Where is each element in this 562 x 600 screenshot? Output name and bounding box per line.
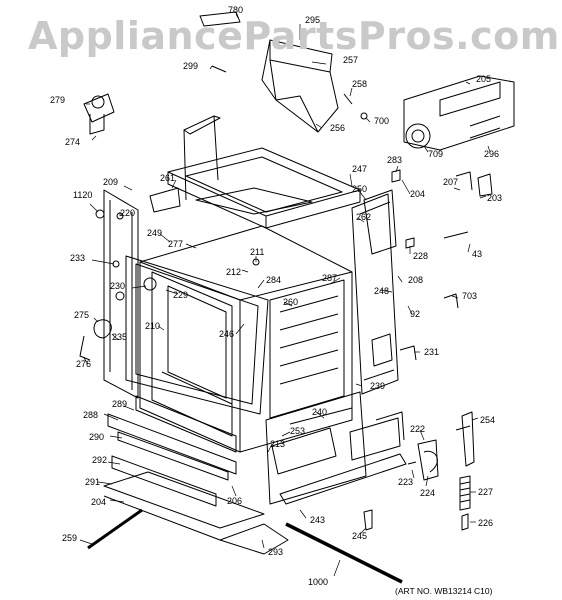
part-callout-p206: 206	[227, 496, 243, 506]
part-callout-p299: 299	[183, 61, 199, 71]
part-callout-p275: 275	[74, 310, 90, 320]
part-callout-p279: 279	[50, 95, 66, 105]
part-callout-p245: 245	[352, 531, 368, 541]
part-callout-p204b: 204	[91, 497, 107, 507]
part-callout-p204a: 204	[410, 189, 426, 199]
part-callout-p224: 224	[420, 488, 436, 498]
part-callout-p239: 239	[370, 381, 386, 391]
igniter-bracket	[83, 93, 115, 135]
left-side-panel	[103, 189, 139, 399]
part-callout-p703: 703	[462, 291, 478, 301]
part-callout-p240: 240	[312, 407, 328, 417]
art-number: (ART NO. WB13214 C10)	[395, 586, 493, 596]
leader-lines	[79, 13, 491, 577]
cooktop-frame	[167, 147, 361, 229]
part-callout-p228: 228	[413, 251, 429, 261]
part-callout-p293: 293	[268, 547, 284, 557]
part-callout-p296: 296	[484, 149, 500, 159]
part-callout-p43: 43	[472, 249, 483, 259]
part-callout-p258: 258	[352, 79, 368, 89]
rear-upper-frame	[183, 115, 221, 201]
front-frame	[125, 255, 269, 415]
part-callout-p292: 292	[92, 455, 108, 465]
part-callout-p284: 284	[266, 275, 282, 285]
leveling-rail	[87, 508, 143, 550]
door-hinge-receiver	[417, 439, 439, 481]
part-callout-p262: 262	[356, 212, 372, 222]
rear-vent-plate	[403, 75, 515, 151]
part-callout-p92: 92	[410, 309, 421, 319]
part-callout-p254: 254	[480, 415, 496, 425]
part-callout-p289: 289	[112, 399, 128, 409]
part-callout-p259: 259	[62, 533, 78, 543]
part-callout-p249: 249	[147, 228, 163, 238]
part-callout-p709: 709	[428, 149, 444, 159]
watermark: AppliancePartsPros.com	[28, 14, 560, 58]
part-callout-p230: 230	[110, 281, 126, 291]
part-callout-p780: 780	[228, 5, 244, 15]
part-callout-p250: 250	[352, 184, 368, 194]
lower-drawer-frame	[103, 395, 289, 555]
part-callout-p247: 247	[352, 164, 368, 174]
part-callout-p205: 205	[476, 74, 492, 84]
bottom-rail	[265, 391, 407, 505]
vent-duct	[261, 39, 339, 133]
oven-box	[139, 225, 353, 453]
part-callout-p257: 257	[343, 55, 359, 65]
part-callout-p210: 210	[145, 321, 161, 331]
part-callout-p212: 212	[226, 267, 242, 277]
part-callout-p291: 291	[85, 477, 101, 487]
part-callout-p261: 261	[160, 173, 176, 183]
part-callout-p213: 213	[270, 439, 286, 449]
part-callout-p260: 260	[283, 297, 299, 307]
part-callout-p295: 295	[305, 15, 321, 25]
part-callout-p223: 223	[398, 477, 414, 487]
part-callout-p277: 277	[168, 239, 184, 249]
part-callout-p253: 253	[290, 426, 306, 436]
small-fasteners	[79, 11, 493, 531]
part-callout-p203: 203	[487, 193, 503, 203]
part-callout-p208: 208	[408, 275, 424, 285]
part-callout-p246: 246	[219, 329, 235, 339]
part-callout-p231: 231	[424, 347, 440, 357]
part-callout-p287: 287	[322, 273, 338, 283]
part-callout-p290: 290	[89, 432, 105, 442]
part-callout-p256: 256	[330, 123, 346, 133]
part-callout-p283: 283	[387, 155, 403, 165]
part-callout-p220: 220	[120, 208, 136, 218]
part-callout-p243: 243	[310, 515, 326, 525]
part-callout-p274: 274	[65, 137, 81, 147]
part-callout-p1000: 1000	[308, 577, 329, 587]
part-callout-p700: 700	[374, 116, 390, 126]
kick-strip	[285, 522, 403, 584]
right-side-panel	[351, 193, 399, 395]
part-callout-p235: 235	[112, 332, 128, 342]
hinge-spring	[459, 475, 471, 531]
part-callout-p1120: 1120	[73, 190, 93, 200]
door-hinge	[455, 411, 475, 467]
part-callout-p276: 276	[76, 359, 92, 369]
part-callout-p233: 233	[70, 253, 86, 263]
part-callout-p288: 288	[83, 410, 99, 420]
part-callout-p227: 227	[478, 487, 494, 497]
part-callout-p209: 209	[103, 177, 119, 187]
part-callout-p211: 211	[250, 247, 265, 257]
part-callout-p229: 229	[173, 290, 189, 300]
part-callout-p248: 248	[374, 286, 390, 296]
part-callout-p226: 226	[478, 518, 494, 528]
part-callout-p222: 222	[410, 424, 426, 434]
part-callout-p207: 207	[443, 177, 459, 187]
